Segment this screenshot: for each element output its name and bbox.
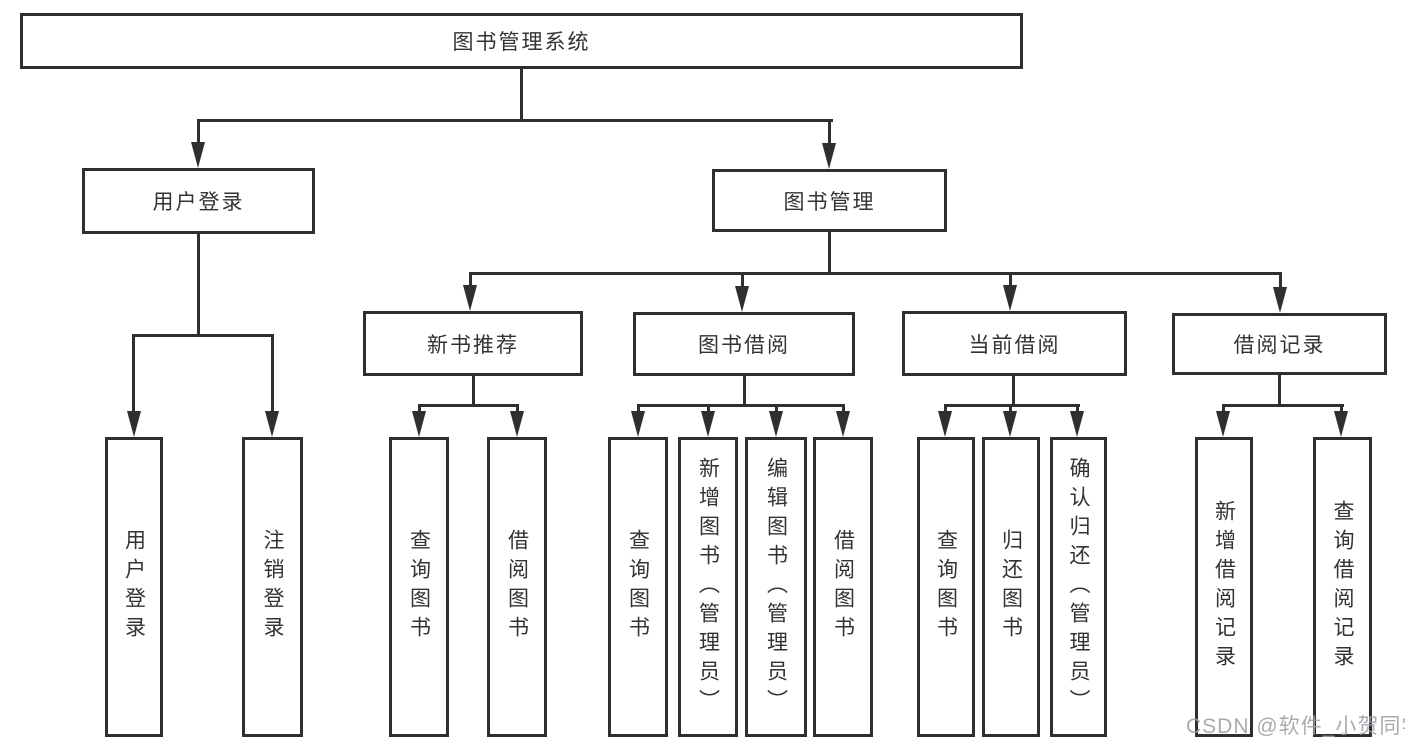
- node-label: 查询图书: [934, 529, 958, 645]
- node-current-borrowing: 当前借阅: [902, 311, 1127, 376]
- connector-current-borrow-stem: [1012, 376, 1015, 406]
- node-label: 注销登录: [261, 529, 284, 645]
- connector-borrow-record-drop: [1279, 272, 1282, 298]
- connector-groupA-rail: [132, 334, 274, 337]
- connector-groupB-rail: [418, 404, 519, 407]
- connector-user-login-stem: [197, 234, 200, 336]
- node-library-management-system: 图书管理系统: [20, 13, 1023, 69]
- node-new-book-recommendation: 新书推荐: [363, 311, 583, 376]
- leaf-add-books-admin: 新增图书（管理员）: [678, 437, 738, 737]
- arrow-down-icon: [1334, 411, 1348, 437]
- node-label: 确认归还（管理员）: [1067, 456, 1090, 718]
- connector-root-stem: [520, 67, 523, 120]
- leaf-add-borrow-record: 新增借阅记录: [1195, 437, 1253, 737]
- node-label: 当前借阅: [968, 333, 1061, 357]
- connector-groupA-drop1: [132, 334, 135, 424]
- node-label: 新增借阅记录: [1212, 500, 1236, 674]
- arrow-down-icon: [1070, 411, 1084, 437]
- node-label: 用户登录: [152, 191, 245, 214]
- arrow-down-icon: [822, 143, 836, 169]
- connector-book-borrow-drop: [741, 272, 744, 298]
- leaf-query-books-current: 查询图书: [917, 437, 975, 737]
- node-label: 编辑图书（管理员）: [764, 456, 788, 718]
- connector-new-books-stem: [472, 376, 475, 406]
- leaf-borrow-books-recommend: 借阅图书: [487, 437, 547, 737]
- connector-groupC-rail: [637, 404, 845, 407]
- node-label: 借阅图书: [505, 529, 529, 645]
- node-label: 图书管理: [783, 190, 876, 214]
- arrow-down-icon: [1273, 287, 1287, 313]
- node-label: 图书借阅: [698, 334, 790, 357]
- connector-book-mgmt-stem: [828, 230, 831, 274]
- node-label: 查询借阅记录: [1331, 500, 1354, 674]
- connector-level1-rail: [197, 119, 833, 122]
- arrow-down-icon: [701, 411, 715, 437]
- connector-groupE-rail: [1222, 404, 1344, 407]
- leaf-query-borrow-record: 查询借阅记录: [1313, 437, 1372, 737]
- arrow-down-icon: [735, 286, 749, 312]
- node-label: 借阅图书: [831, 529, 855, 645]
- connector-groupA-drop2: [271, 334, 274, 424]
- arrow-down-icon: [631, 411, 645, 437]
- leaf-return-books: 归还图书: [982, 437, 1040, 737]
- arrow-down-icon: [412, 411, 426, 437]
- arrow-down-icon: [1216, 411, 1230, 437]
- arrow-down-icon: [1003, 285, 1017, 311]
- connector-level2-rail: [469, 272, 1282, 275]
- node-label: 新增图书（管理员）: [696, 456, 720, 718]
- node-label: 图书管理系统: [452, 31, 591, 54]
- watermark-text: CSDN @软件_小贺同学: [1186, 715, 1405, 738]
- connector-borrow-record-stem: [1278, 375, 1281, 406]
- arrow-down-icon: [265, 411, 279, 437]
- leaf-confirm-return-admin: 确认归还（管理员）: [1050, 437, 1107, 737]
- node-label: 查询图书: [407, 529, 431, 645]
- node-label: 查询图书: [626, 529, 650, 645]
- arrow-down-icon: [510, 411, 524, 437]
- arrow-down-icon: [836, 411, 850, 437]
- arrow-down-icon: [769, 411, 783, 437]
- arrow-down-icon: [1003, 411, 1017, 437]
- node-book-borrowing: 图书借阅: [633, 312, 855, 376]
- arrow-down-icon: [191, 142, 205, 168]
- node-label: 借阅记录: [1233, 334, 1326, 357]
- leaf-query-books-recommend: 查询图书: [389, 437, 449, 737]
- arrow-down-icon: [127, 411, 141, 437]
- node-label: 新书推荐: [427, 333, 519, 357]
- node-borrowing-records: 借阅记录: [1172, 313, 1387, 375]
- node-user-login: 用户登录: [82, 168, 315, 234]
- node-book-management: 图书管理: [712, 169, 947, 232]
- leaf-user-login: 用户登录: [105, 437, 163, 737]
- connector-groupD-rail: [944, 404, 1080, 407]
- arrow-down-icon: [463, 285, 477, 311]
- connector-book-mgmt-drop: [828, 119, 831, 161]
- node-label: 用户登录: [122, 529, 146, 645]
- leaf-edit-books-admin: 编辑图书（管理员）: [745, 437, 807, 737]
- connector-user-login-drop: [197, 119, 200, 161]
- leaf-borrow-books: 借阅图书: [813, 437, 873, 737]
- node-label: 归还图书: [999, 529, 1023, 645]
- leaf-query-books-borrow: 查询图书: [608, 437, 668, 737]
- leaf-logout-login: 注销登录: [242, 437, 303, 737]
- arrow-down-icon: [938, 411, 952, 437]
- connector-book-borrow-stem: [743, 376, 746, 406]
